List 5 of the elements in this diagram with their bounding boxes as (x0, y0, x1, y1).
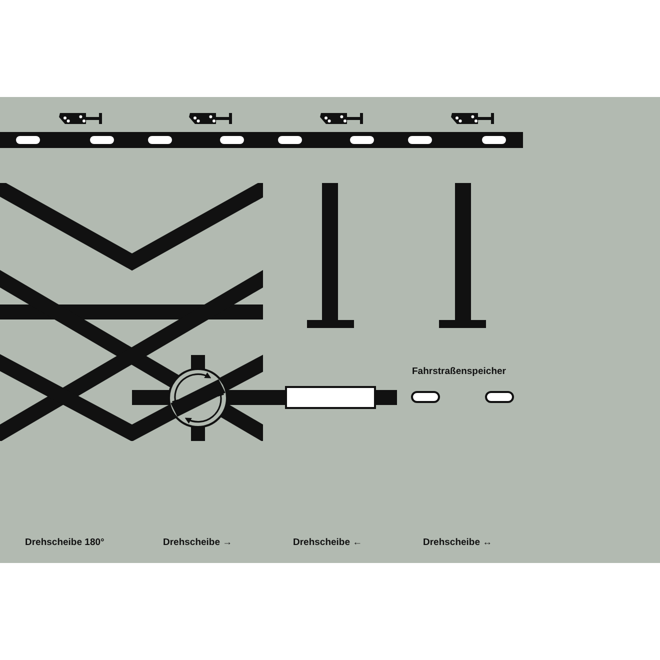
symbol-label: Drehscheibe ↔ (423, 537, 492, 549)
symbol-label: Drehscheibe 180° (25, 537, 104, 549)
symbol-label: Fahrstraßenspeicher (412, 366, 506, 378)
symbol-label: Drehscheibe → (163, 537, 232, 549)
symbol-label: Drehscheibe ← (293, 537, 362, 549)
